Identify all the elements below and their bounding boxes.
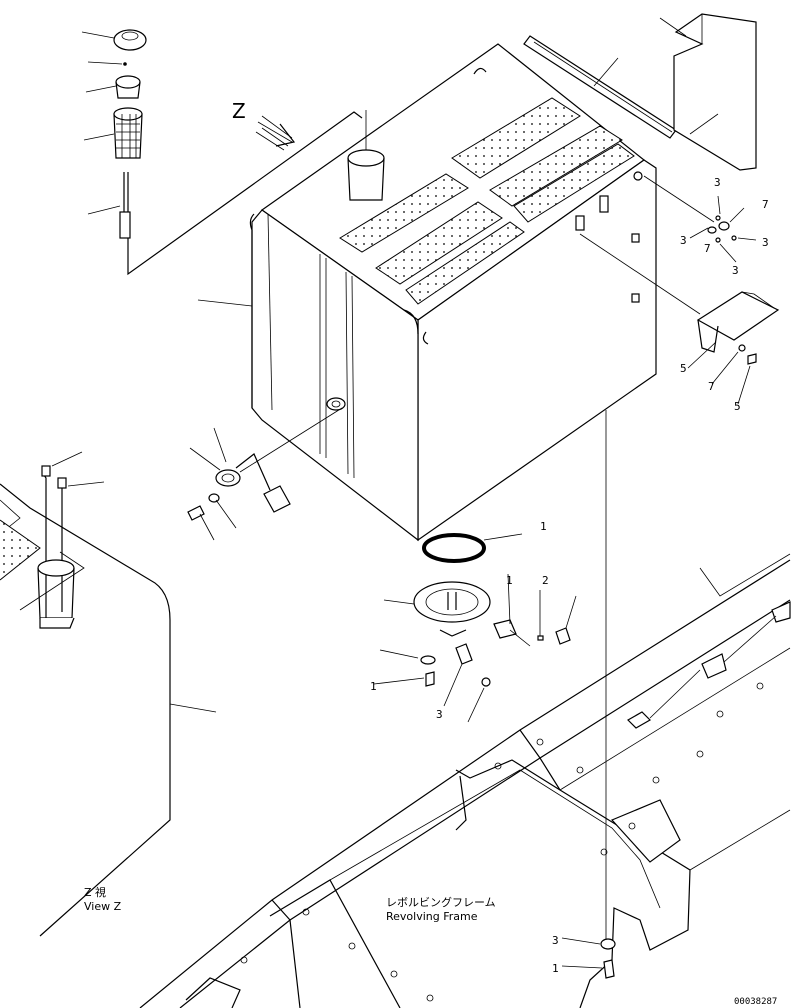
view-z-inset xyxy=(0,451,217,937)
tank-top-panels xyxy=(339,97,635,305)
part-label-1-frame: 1 xyxy=(552,962,559,975)
top-cover-rail xyxy=(523,35,677,139)
part-label-1-bolt: 1 xyxy=(370,680,377,693)
part-label-3-b: 3 xyxy=(680,234,687,247)
gauge-stick-part xyxy=(87,172,131,239)
part-label-3-drain: 3 xyxy=(436,708,443,721)
cap-part xyxy=(81,29,147,51)
insulation-block xyxy=(659,13,757,171)
view-caption-jp: Z 視 xyxy=(84,885,106,899)
drain-parts xyxy=(373,533,577,723)
part-label-3-c: 3 xyxy=(762,236,769,249)
part-label-3-frame-a: 3 xyxy=(552,934,559,947)
view-letter: Z xyxy=(232,99,246,123)
revolving-frame xyxy=(139,553,791,1008)
view-arrow-icon xyxy=(255,115,296,151)
part-label-7-top: 7 xyxy=(762,198,769,211)
drawing-code: 00038287 xyxy=(734,997,777,1007)
frame-label-en: Revolving Frame xyxy=(386,910,478,923)
frame-label-jp: レボルビングフレーム xyxy=(386,895,496,909)
part-label-1-ring: 1 xyxy=(540,520,547,533)
level-gauge-float xyxy=(187,407,343,541)
mounting-bracket xyxy=(579,233,780,405)
view-z-leader xyxy=(127,111,363,276)
view-caption-en: View Z xyxy=(84,900,122,913)
strainer-part xyxy=(83,107,143,159)
strainer-ring-part xyxy=(85,75,141,99)
part-label-1-sensor: 1 xyxy=(506,574,513,587)
part-label-5-a: 5 xyxy=(680,362,687,375)
part-label-7-bracket: 7 xyxy=(708,380,715,393)
part-label-5-b: 5 xyxy=(734,400,741,413)
part-label-7-mid: 7 xyxy=(704,242,711,255)
part-label-3-d: 3 xyxy=(732,264,739,277)
pin-part xyxy=(87,61,127,66)
view-z-marker: Z xyxy=(232,99,296,151)
part-label-3-a: 3 xyxy=(714,176,721,189)
part-label-2: 2 xyxy=(542,574,549,587)
hose-fittings xyxy=(643,175,757,263)
